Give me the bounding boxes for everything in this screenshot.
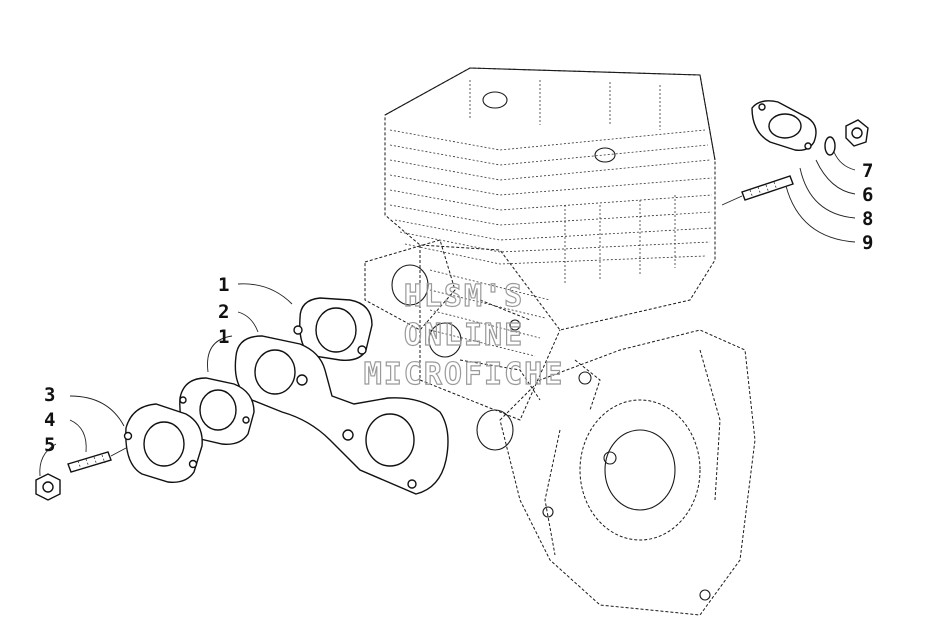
watermark: HLSM'S ONLINE MICROFICHE	[363, 278, 565, 392]
leader-lines	[39, 151, 856, 477]
callout-2: 2	[218, 301, 229, 323]
cylinder-head-fins	[389, 80, 713, 285]
callout-6: 6	[862, 184, 873, 206]
callout-5: 5	[44, 434, 55, 456]
callout-1-upper: 1	[218, 274, 229, 296]
callout-3: 3	[44, 384, 55, 406]
watermark-line-2: ONLINE	[404, 318, 524, 353]
watermark-line-3: MICROFICHE	[364, 357, 565, 392]
callout-9: 9	[862, 232, 873, 254]
callout-7: 7	[862, 160, 873, 182]
callout-4: 4	[44, 409, 55, 431]
watermark-line-1: HLSM'S	[404, 279, 524, 314]
bolt	[67, 451, 112, 473]
callout-1-lower: 1	[218, 326, 229, 348]
left-hardware-group	[35, 297, 449, 501]
callout-8: 8	[862, 208, 873, 230]
engine-assembly	[364, 67, 756, 616]
washer	[824, 136, 836, 156]
callout-labels: 1 2 1 3 4 5 7 6 8 9	[44, 160, 873, 456]
right-hardware-group	[721, 100, 869, 206]
stud	[741, 175, 794, 201]
